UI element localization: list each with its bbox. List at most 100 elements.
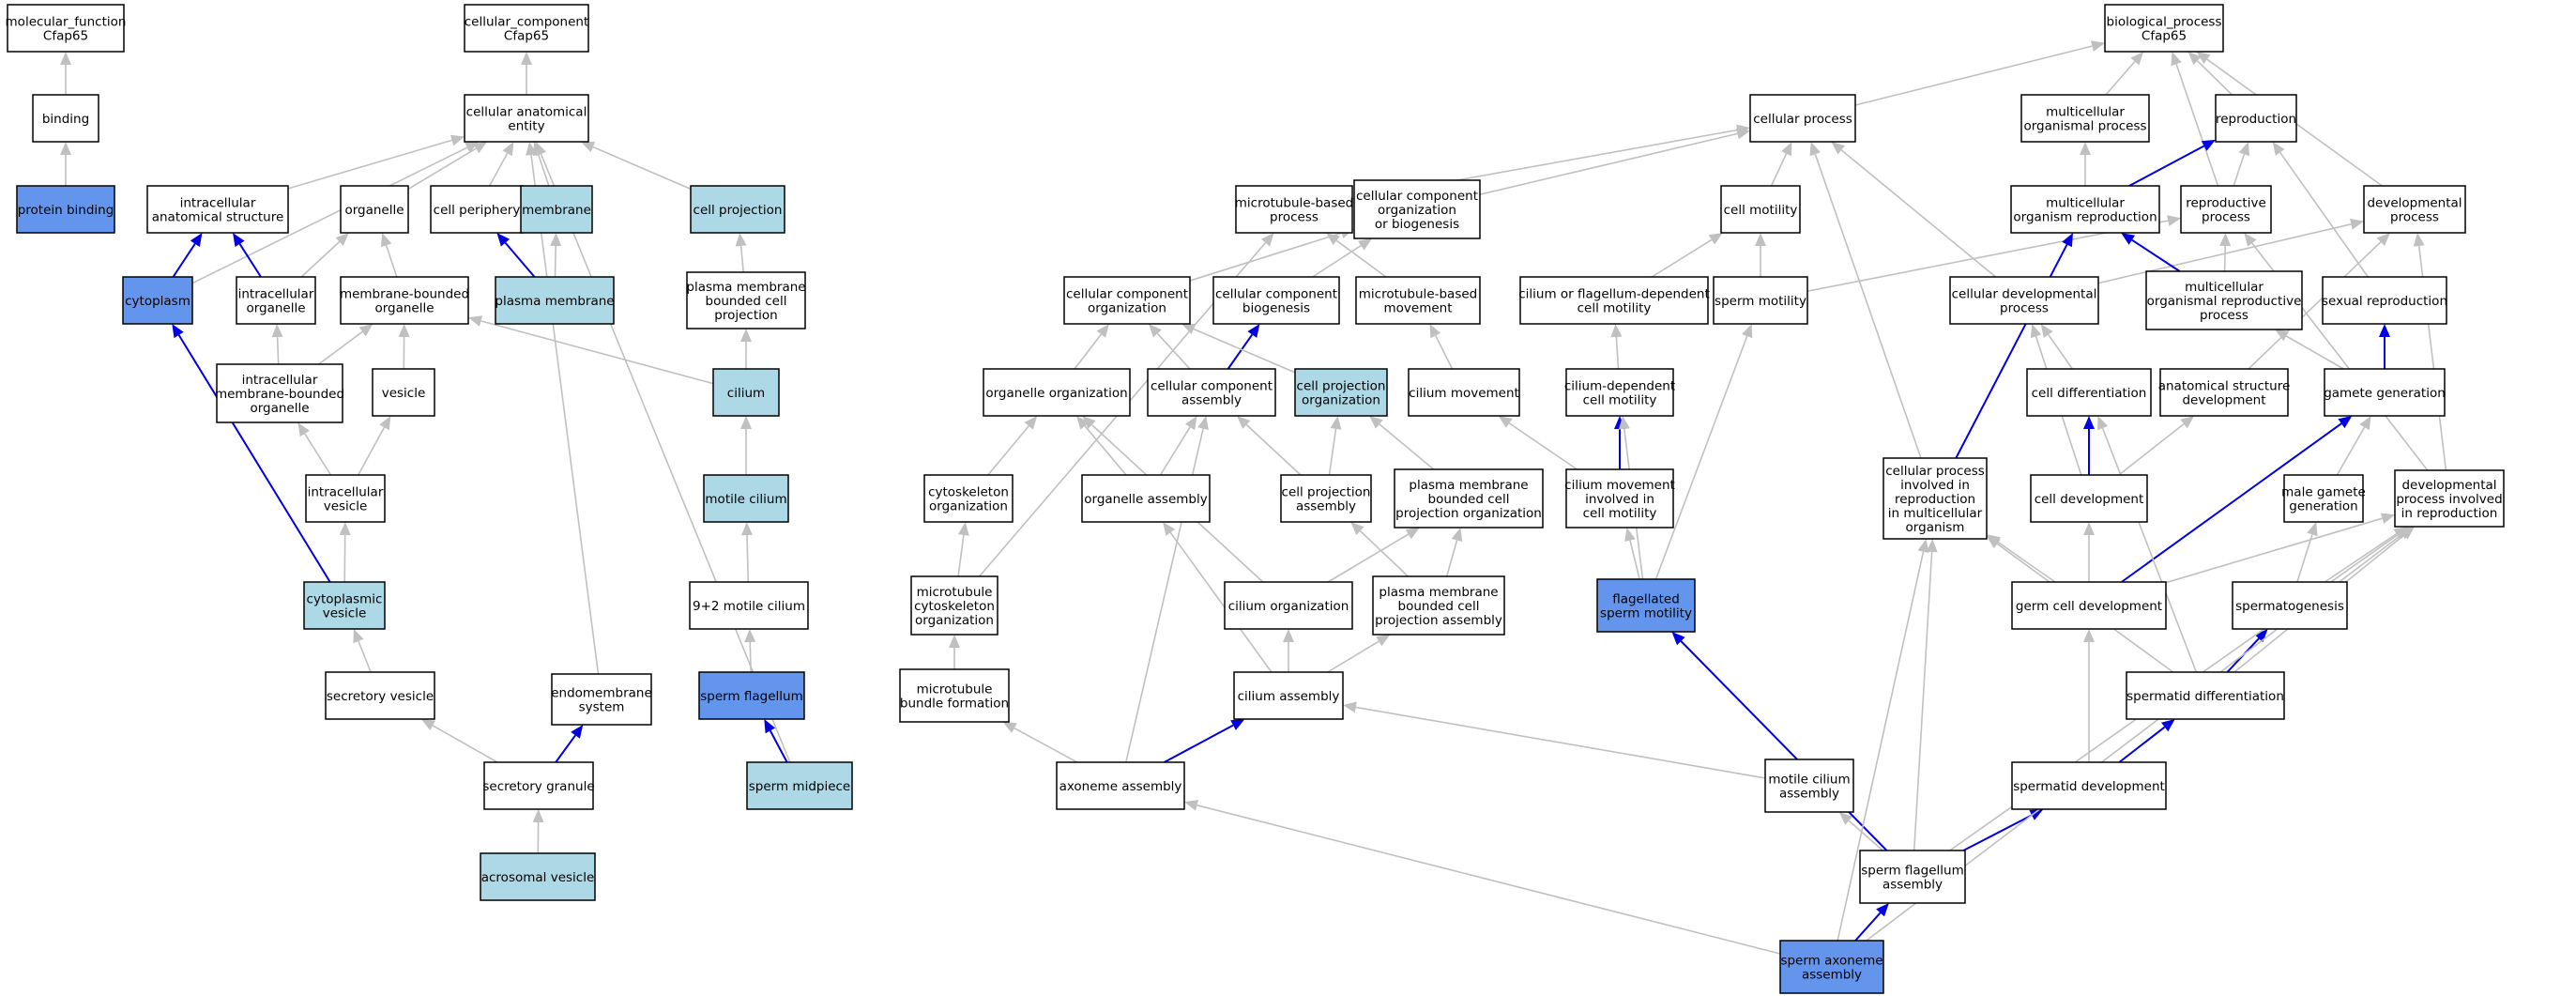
term-label-line: plasma membrane <box>495 294 614 309</box>
term-node-protein-binding[interactable]: protein binding <box>16 185 115 234</box>
term-node-axoneme-assembly[interactable]: axoneme assembly <box>1056 761 1185 810</box>
term-node-gamete-gen[interactable]: gamete generation <box>2324 368 2446 417</box>
term-box <box>480 852 596 901</box>
term-node-nine2[interactable]: 9+2 motile cilium <box>689 581 809 630</box>
term-node-membrane[interactable]: membrane <box>520 185 593 234</box>
term-node-cytoplasm[interactable]: cytoplasm <box>122 276 193 325</box>
term-node-cilium-org[interactable]: cilium organization <box>1224 581 1353 630</box>
term-box <box>1280 474 1372 523</box>
term-node-cell-periphery[interactable]: cell periphery <box>430 185 524 234</box>
arrowhead-acrosomal_vesicle-to-secretory_granule <box>532 809 544 823</box>
term-label-line: axoneme assembly <box>1059 779 1182 794</box>
arrowhead-cc_assembly-to-cc_org <box>1149 324 1162 338</box>
term-node-reproduction[interactable]: reproduction <box>2215 94 2297 143</box>
term-label-line: intracellular <box>180 196 256 211</box>
term-node-plasma-membrane[interactable]: plasma membrane <box>495 276 615 325</box>
arrowhead-cc_biogenesis-to-ccob <box>1358 238 1373 251</box>
term-node-sexual-repro[interactable]: sexual reproduction <box>2322 276 2447 325</box>
term-node-binding[interactable]: binding <box>32 94 99 143</box>
term-label-line: cilium organization <box>1228 599 1349 614</box>
term-label-line: microtubule <box>917 682 993 697</box>
term-label-line: binding <box>42 112 89 127</box>
term-node-sperm-motility[interactable]: sperm motility <box>1713 276 1808 325</box>
term-node-cilium[interactable]: cilium <box>712 368 780 417</box>
term-node-cell-projection[interactable]: cell projection <box>690 185 785 234</box>
term-node-spermatid-diff[interactable]: spermatid differentiation <box>2126 671 2285 720</box>
arrowhead-cell_dev-to-cell_dev_process <box>2030 324 2042 339</box>
arrowhead-mt_bundle-to-mt_cyto_org <box>949 635 960 648</box>
arrowhead-mo_repro_process-to-repro_process <box>2219 233 2232 247</box>
term-label-line: movement <box>1383 301 1452 316</box>
term-node-secretory-granule[interactable]: secretory granule <box>482 761 595 810</box>
term-node-acrosomal-vesicle[interactable]: acrosomal vesicle <box>480 852 596 901</box>
term-node-vesicle[interactable]: vesicle <box>372 368 435 417</box>
term-node-cilium-assembly[interactable]: cilium assembly <box>1233 671 1344 720</box>
term-box <box>1408 368 1520 417</box>
term-node-germ-cell-dev[interactable]: germ cell development <box>2011 581 2167 630</box>
term-node-motile-cilium[interactable]: motile cilium <box>703 474 789 523</box>
term-node-spermatid-dev[interactable]: spermatid development <box>2011 761 2167 810</box>
term-label-line: organism <box>1906 520 1965 535</box>
term-node-cell-motility[interactable]: cell motility <box>1720 185 1801 234</box>
term-node-cilium-movement[interactable]: cilium movement <box>1408 368 1520 417</box>
arrowhead-cae-to-cc <box>521 52 532 65</box>
term-node-sperm-midpiece[interactable]: sperm midpiece <box>746 761 853 810</box>
term-node-organelle[interactable]: organelle <box>340 185 409 234</box>
term-node-secretory-vesicle[interactable]: secretory vesicle <box>325 671 435 720</box>
edge-germ_cell_dev-to-gamete_gen <box>2121 422 2342 583</box>
term-node-cell-diff[interactable]: cell differentiation <box>2026 368 2152 417</box>
edge-mt_cyto_org-to-cyto_org <box>957 534 965 577</box>
term-node-organelle-assembly[interactable]: organelle assembly <box>1081 474 1211 523</box>
term-node-organelle-org[interactable]: organelle organization <box>983 368 1131 417</box>
term-node-spermatogenesis[interactable]: spermatogenesis <box>2232 581 2348 630</box>
term-node-cellular-process[interactable]: cellular process <box>1749 94 1856 143</box>
term-label-line: process <box>2200 308 2248 323</box>
term-node-cell-dev[interactable]: cell development <box>2030 474 2148 523</box>
term-label-line: cellular component <box>1215 287 1337 302</box>
term-label-line: cell development <box>2035 492 2144 507</box>
term-node-sperm-flagellum[interactable]: sperm flagellum <box>698 671 805 720</box>
